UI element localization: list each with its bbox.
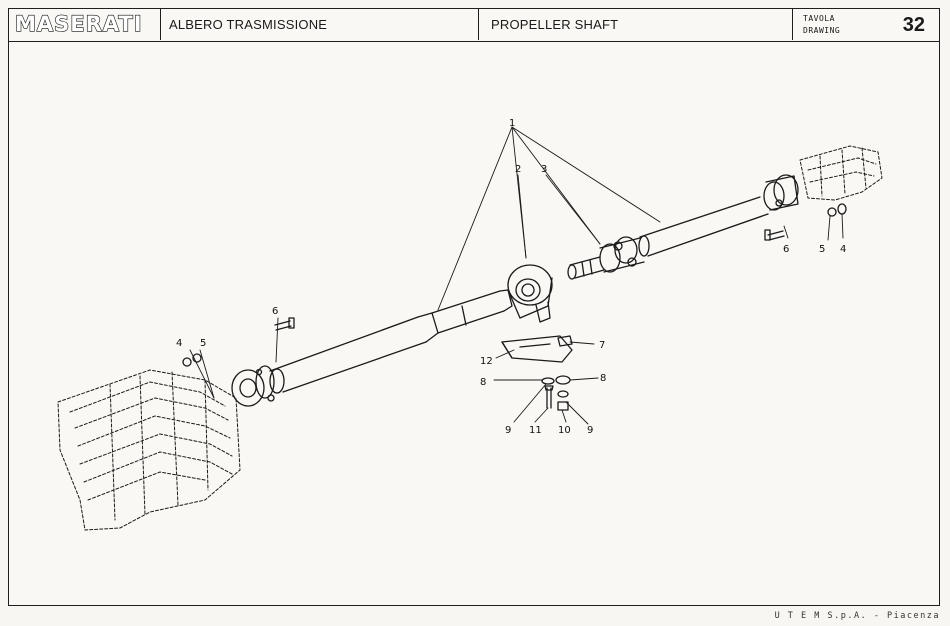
brand-logo: MASERATI [14,11,143,36]
drawing-number-cell: TAVOLA DRAWING 32 [793,9,939,40]
callout-8-right: 8 [600,373,606,384]
drawing-sheet: MASERATI ALBERO TRASMISSIONE PROPELLER S… [8,8,940,606]
title-block: MASERATI ALBERO TRASMISSIONE PROPELLER S… [9,9,939,42]
front-flange [231,365,275,407]
bolt-right [764,229,785,241]
callout-12: 12 [480,356,493,367]
front-shaft-tube [269,289,513,394]
center-bracket [501,335,573,363]
rear-flange [763,174,799,211]
callout-1: 1 [509,118,515,129]
rear-shaft-tube [638,196,769,257]
callout-2: 2 [515,164,521,175]
callout-10: 10 [558,425,571,436]
rear-splined-stub [567,256,605,280]
publisher-credit: U T E M S.p.A. - Piacenza [774,611,940,621]
callout-11: 11 [529,425,542,436]
brand-cell: MASERATI [9,9,161,40]
tavola-label: TAVOLA [803,14,835,23]
callout-6-right: 6 [783,244,789,255]
title-italian: ALBERO TRASMISSIONE [169,17,328,32]
nut-washer-right [827,203,847,217]
callout-5-left: 5 [200,338,206,349]
rear-universal-joint [599,236,645,273]
callout-6-left: 6 [272,306,278,317]
nut-washer-left [182,353,202,367]
drawing-number: 32 [902,14,925,36]
callout-3: 3 [541,164,547,175]
rear-differential-housing [799,145,883,201]
title-italian-cell: ALBERO TRASMISSIONE [161,9,479,40]
callout-4-right: 4 [840,244,846,255]
callout-4-left: 4 [176,338,182,349]
callout-7: 7 [599,340,605,351]
callout-8-left: 8 [480,377,486,388]
title-english-cell: PROPELLER SHAFT [479,9,793,40]
callout-9-right: 9 [587,425,593,436]
drawing-label: DRAWING [803,26,841,35]
title-english: PROPELLER SHAFT [491,17,619,32]
bracket-hardware [541,335,573,411]
leader-lines [189,126,844,425]
gearbox-housing [57,369,241,531]
callout-5-right: 5 [819,244,825,255]
center-bearing-support [507,264,553,323]
callout-9-left: 9 [505,425,511,436]
